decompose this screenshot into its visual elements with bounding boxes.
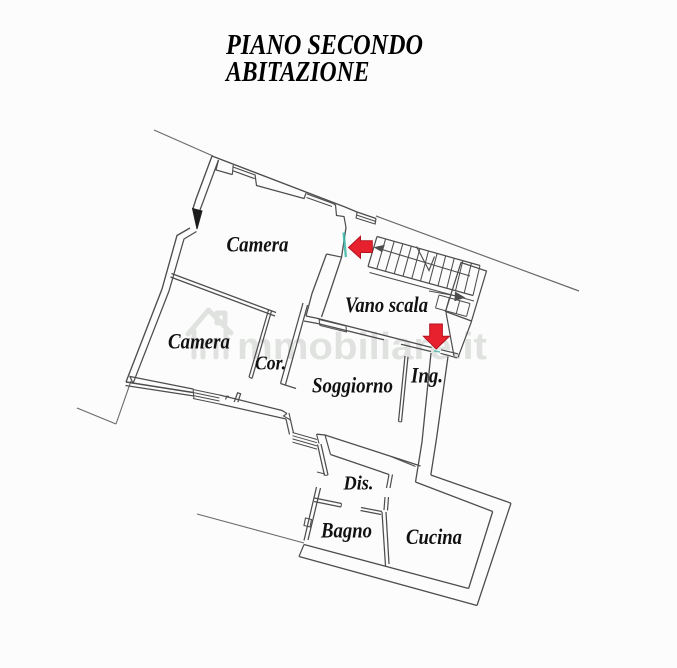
svg-text:mmobiliare.it: mmobiliare.it <box>237 326 487 368</box>
svg-text:Camera: Camera <box>227 232 289 257</box>
svg-text:Bagno: Bagno <box>320 518 372 543</box>
svg-text:Cor.: Cor. <box>255 353 286 375</box>
svg-text:Soggiorno: Soggiorno <box>312 373 393 398</box>
svg-text:Dis.: Dis. <box>343 473 374 495</box>
svg-text:Cucina: Cucina <box>406 524 462 549</box>
svg-text:Vano scala: Vano scala <box>345 292 428 317</box>
svg-text:Camera: Camera <box>168 329 230 354</box>
svg-text:Ing.: Ing. <box>410 363 443 388</box>
svg-text:PIANO SECONDO: PIANO SECONDO <box>225 29 423 61</box>
svg-text:ABITAZIONE: ABITAZIONE <box>224 56 369 88</box>
